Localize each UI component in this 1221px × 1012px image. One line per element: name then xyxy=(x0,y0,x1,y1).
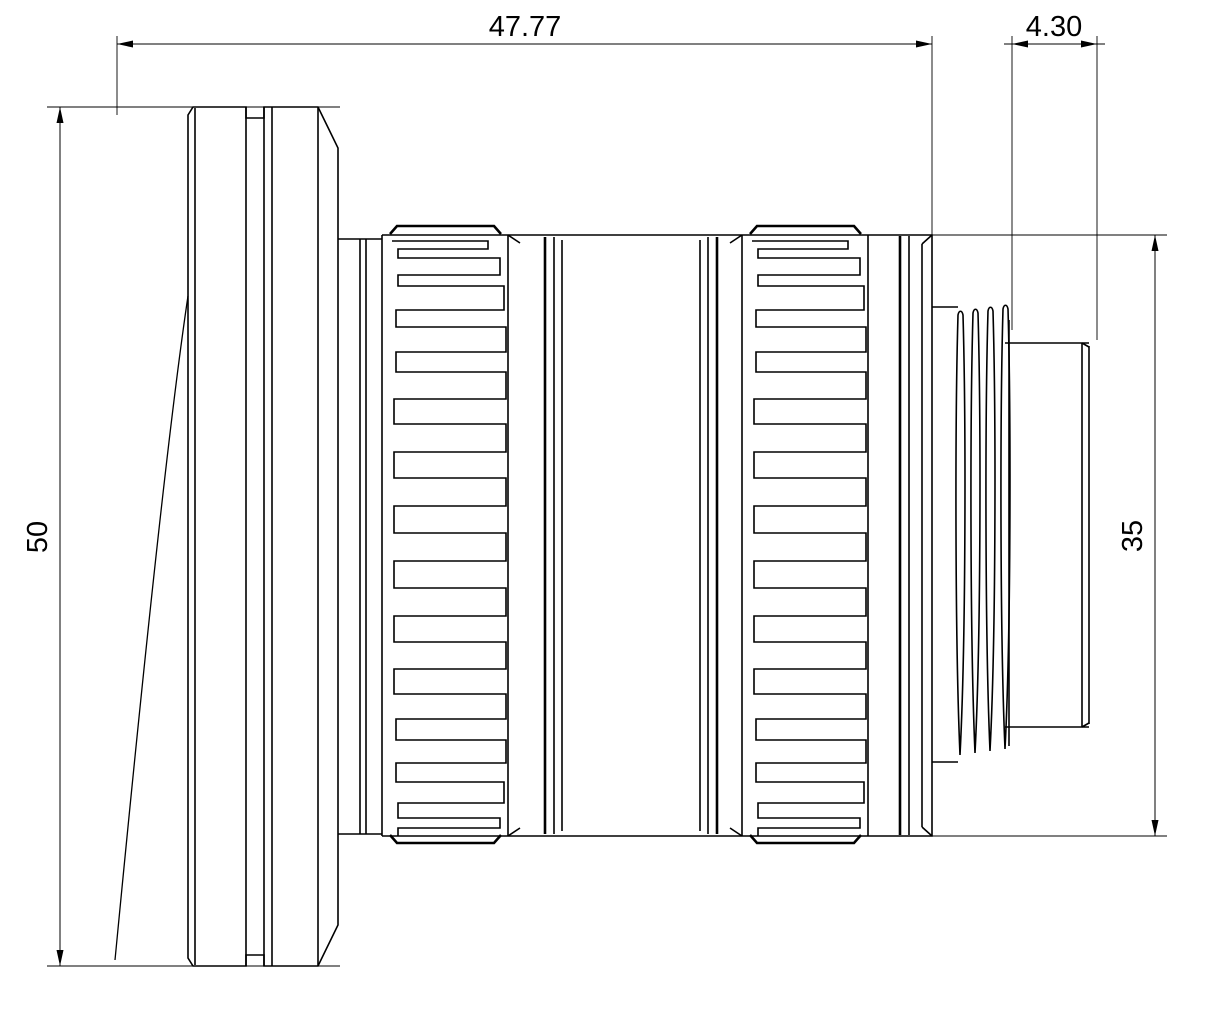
lens-curve-upper xyxy=(114,295,189,961)
thread-turn-4 xyxy=(1000,304,1011,750)
arrowhead-right-47-77 xyxy=(916,40,932,48)
mid-barrel-chamfer-tl xyxy=(507,234,521,244)
knurl2-rim-bottom xyxy=(749,834,862,845)
arrowhead-left-4-30 xyxy=(1012,40,1028,48)
arrowhead-top-35 xyxy=(1151,235,1159,251)
front-bezel-outline xyxy=(263,106,339,967)
rear-flange-outline xyxy=(868,234,933,837)
dimension-mount-diameter: 35 xyxy=(1117,235,1159,836)
front-retaining-ring xyxy=(187,106,265,967)
arrowhead-bottom-35 xyxy=(1151,820,1159,836)
arrowhead-bottom-50 xyxy=(56,950,64,966)
rear-cap-chamfer-bottom xyxy=(1081,722,1090,728)
front-bezel xyxy=(263,106,339,967)
knurl1-profile xyxy=(392,240,507,836)
dim-label-mount-diameter: 35 xyxy=(1117,520,1149,552)
dim-label-thread-length: 4.30 xyxy=(1026,11,1082,43)
rear-cap-chamfer-top xyxy=(1081,342,1090,348)
thread-turn-3 xyxy=(985,306,996,752)
mid-barrel-chamfer-br xyxy=(729,827,743,837)
front-cap-outline xyxy=(187,106,247,967)
extension-lines xyxy=(47,36,1167,967)
mount-thread xyxy=(932,304,1011,763)
thread-turn-1 xyxy=(955,310,966,756)
mid-barrel xyxy=(507,234,743,837)
arrowhead-left-47-77 xyxy=(117,40,133,48)
knurl1-rim-top xyxy=(389,224,502,235)
dimension-thread-length: 4.30 xyxy=(1004,11,1105,48)
arrowhead-top-50 xyxy=(56,107,64,123)
rear-mount-cap xyxy=(1005,342,1090,728)
knurl2-profile xyxy=(752,240,867,836)
dim-label-overall-length: 47.77 xyxy=(489,11,562,43)
front-cap-notch-bottom xyxy=(245,954,265,966)
rear-flange xyxy=(868,234,933,837)
dim-label-front-diameter: 50 xyxy=(22,521,54,553)
front-barrel-step xyxy=(338,238,382,835)
mid-barrel-chamfer-tr xyxy=(729,234,743,244)
rear-flange-chamfer-bottom xyxy=(921,826,933,837)
front-lens-element xyxy=(114,295,189,961)
thread-turn-2 xyxy=(970,308,981,754)
rear-flange-chamfer-top xyxy=(921,234,933,245)
arrowhead-right-4-30 xyxy=(1081,40,1097,48)
focus-knurl-ring xyxy=(381,224,509,845)
mid-barrel-chamfer-bl xyxy=(507,827,521,837)
knurl1-rim-bottom xyxy=(389,834,502,845)
dimension-front-diameter: 50 xyxy=(22,107,64,966)
knurl2-rim-top xyxy=(749,224,862,235)
front-cap-notch-top xyxy=(245,107,265,119)
aperture-knurl-ring xyxy=(741,224,869,845)
dimension-overall-length: 47.77 xyxy=(117,11,932,48)
